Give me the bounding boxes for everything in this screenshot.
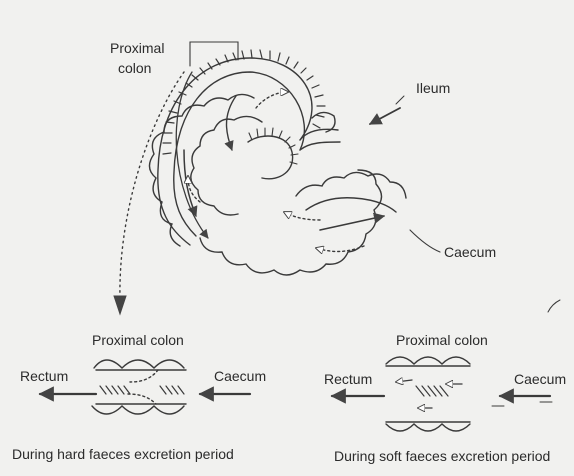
label-proximal-colon-line2: colon [118, 60, 151, 76]
right-open-arrow-1 [396, 380, 412, 382]
right-panel-title: Proximal colon [396, 332, 488, 348]
left-caption: During hard faeces excretion period [12, 446, 234, 462]
dotted-flow-4 [256, 92, 288, 108]
right-label-rectum: Rectum [324, 371, 372, 387]
caecum-colon-illustration [114, 42, 440, 314]
caecum-leader [410, 230, 440, 252]
right-panel-artwork [332, 300, 560, 431]
label-ileum: Ileum [416, 80, 450, 96]
caecum-flow-arrow [320, 216, 384, 230]
left-hatching [100, 386, 184, 394]
right-caption: During soft faeces excretion period [334, 448, 550, 464]
left-label-caecum: Caecum [214, 368, 266, 384]
label-caecum: Caecum [444, 244, 496, 260]
left-label-rectum: Rectum [20, 368, 68, 384]
right-haustra-top [386, 357, 470, 364]
right-scan-mark-3 [548, 300, 560, 312]
haustra-outer-loop [149, 94, 254, 246]
ileum-arrow [370, 108, 400, 124]
dotted-flow-1 [316, 246, 364, 252]
inner-arc-arrow [227, 96, 237, 150]
caecum-inner-edge [306, 198, 396, 212]
proximal-colon-bracket [190, 42, 238, 66]
left-dotted-arch-2 [128, 394, 156, 404]
pointer-arrowhead [114, 296, 126, 314]
dotted-flow-2 [284, 212, 320, 220]
inner-spiral-ridges [249, 128, 298, 164]
left-haustra-top [94, 360, 184, 368]
right-hatching [416, 386, 448, 396]
left-dotted-arch [130, 370, 158, 382]
left-panel-title: Proximal colon [92, 332, 184, 348]
left-haustra-bottom [92, 406, 184, 414]
inner-spiral [248, 136, 293, 179]
ileum-tube-b [300, 142, 340, 150]
ileum-leader [396, 96, 404, 104]
label-proximal-colon-line1: Proximal [110, 40, 164, 56]
right-label-caecum: Caecum [514, 371, 566, 387]
right-haustra-bottom [386, 424, 470, 431]
caecum-top-edge [296, 172, 406, 198]
